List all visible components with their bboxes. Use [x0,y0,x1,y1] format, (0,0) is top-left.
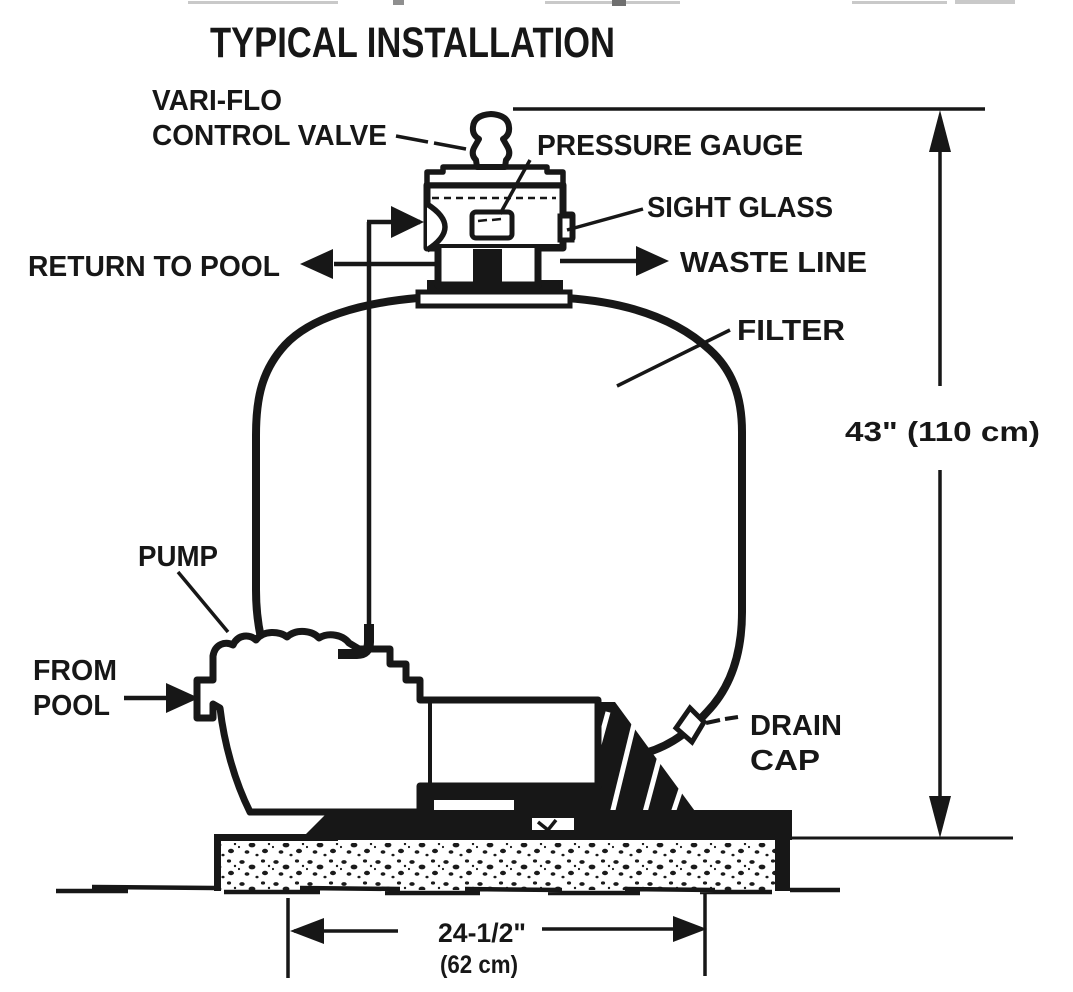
page-title: TYPICAL INSTALLATION [210,19,615,67]
drain-cap-label-line2: CAP [750,745,820,777]
pressure-gauge-label: PRESSURE GAUGE [537,130,803,162]
from-pool-label-line1: FROM [33,655,117,687]
pump [193,628,602,838]
drain-cap-leader [705,715,739,725]
height-dimension: 43" (110 cm) [513,107,1040,838]
waste-line-arrow [636,246,669,276]
concrete-base [56,810,1013,896]
from-pool-arrow [166,683,199,713]
pump-base-wedge [302,810,345,838]
sight-glass-leader [566,207,644,232]
leader-lines [176,134,739,725]
waste-line-label: WASTE LINE [680,247,867,279]
valve-diaphragm [425,201,448,253]
flow-arrows [124,246,669,713]
valve-port-divider [473,249,502,285]
vari-flo-label-line2: CONTROL VALVE [152,120,387,152]
width-dimension: 24-1/2" (62 cm) [286,893,707,979]
scan-artifact [188,0,1015,6]
flow-arrow-into-valve [391,206,424,238]
vari-flo-label-line1: VARI-FLO [152,85,282,117]
pressure-gauge-leader [498,159,532,215]
filter-label: FILTER [737,315,845,347]
tank-collar [415,289,573,309]
pump-to-valve-pipe [338,206,424,659]
ground-line [56,884,840,896]
pump-body [193,628,602,816]
pipe-elbow [338,624,374,659]
height-dimension-label: 43" (110 cm) [845,416,1040,447]
component-labels: VARI-FLO CONTROL VALVE PRESSURE GAUGE SI… [28,85,867,777]
from-pool-label-line2: POOL [33,690,110,722]
filter-leader [616,328,731,388]
return-to-pool-arrow [300,249,333,279]
pump-leader [176,570,230,634]
valve-flange [424,164,566,188]
drain-cap-label-line1: DRAIN [750,710,842,742]
width-dimension-cm-label: (62 cm) [440,951,518,979]
pressure-gauge [469,209,515,241]
drain-cap [672,704,708,746]
pump-label: PUMP [138,541,218,573]
width-dimension-inches-label: 24-1/2" [438,918,526,948]
sight-glass-label: SIGHT GLASS [647,192,833,224]
return-to-pool-label: RETURN TO POOL [28,251,280,283]
vari-flo-leader [395,134,467,151]
valve-handle [469,111,513,170]
control-valve [415,111,576,309]
